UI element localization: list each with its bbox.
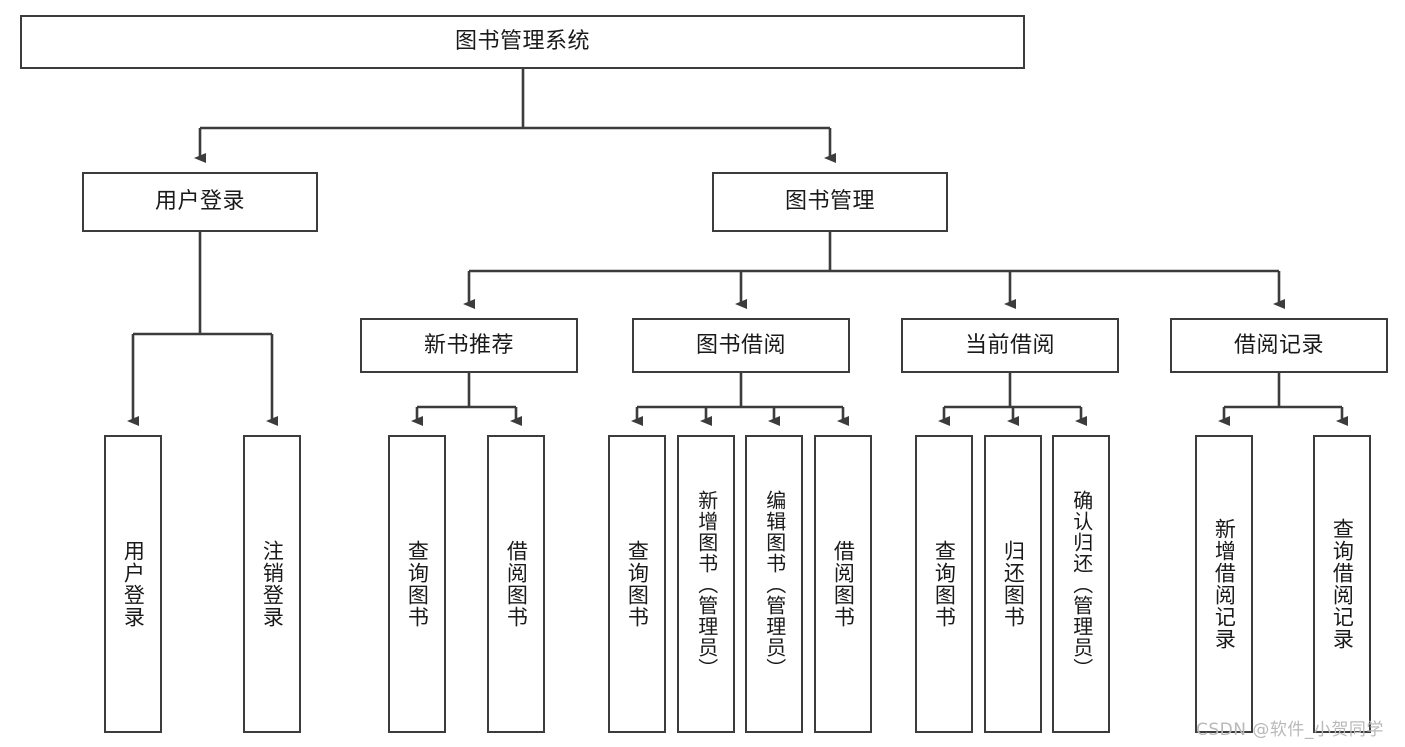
node-leaf-query-record[interactable]: 查询借阅记录 — [1313, 435, 1371, 733]
node-new-book-rec[interactable]: 新书推荐 — [360, 318, 578, 373]
node-leaf-edit-book[interactable]: 编辑图书（管理员） — [745, 435, 803, 733]
node-book-borrow[interactable]: 图书借阅 — [632, 318, 850, 373]
node-leaf-borrow-book-bb-label: 借阅图书 — [831, 540, 856, 628]
node-leaf-add-record[interactable]: 新增借阅记录 — [1195, 435, 1253, 733]
node-root[interactable]: 图书管理系统 — [20, 15, 1025, 69]
node-leaf-add-book[interactable]: 新增图书（管理员） — [677, 435, 735, 733]
node-user-login-label: 用户登录 — [154, 189, 245, 215]
node-leaf-borrow-book-bb[interactable]: 借阅图书 — [814, 435, 872, 733]
node-user-login[interactable]: 用户登录 — [82, 172, 318, 232]
node-leaf-borrow-book-rec[interactable]: 借阅图书 — [487, 435, 545, 733]
node-leaf-query-record-label: 查询借阅记录 — [1330, 518, 1355, 650]
node-current-borrow-label: 当前借阅 — [964, 332, 1055, 358]
node-book-manage[interactable]: 图书管理 — [712, 172, 948, 232]
node-leaf-edit-book-label: 编辑图书（管理员） — [762, 489, 787, 679]
node-book-borrow-label: 图书借阅 — [695, 332, 786, 358]
node-leaf-query-book-cb-label: 查询图书 — [932, 540, 957, 628]
node-leaf-add-record-label: 新增借阅记录 — [1212, 518, 1237, 650]
node-leaf-return-book-label: 归还图书 — [1001, 540, 1026, 628]
node-leaf-add-book-label: 新增图书（管理员） — [694, 489, 719, 679]
node-leaf-user-logout-label: 注销登录 — [260, 540, 285, 628]
node-root-label: 图书管理系统 — [454, 29, 590, 55]
csdn-watermark: CSDN @软件_小贺同学 — [1196, 720, 1384, 740]
node-leaf-query-book-rec-label: 查询图书 — [405, 540, 430, 628]
node-leaf-query-book-cb[interactable]: 查询图书 — [915, 435, 973, 733]
node-borrow-record[interactable]: 借阅记录 — [1170, 318, 1388, 373]
node-leaf-confirm-return-label: 确认归还（管理员） — [1069, 489, 1094, 679]
node-book-manage-label: 图书管理 — [784, 189, 875, 215]
node-leaf-query-book-bb-label: 查询图书 — [625, 540, 650, 628]
node-leaf-query-book-rec[interactable]: 查询图书 — [388, 435, 446, 733]
node-current-borrow[interactable]: 当前借阅 — [901, 318, 1119, 373]
node-borrow-record-label: 借阅记录 — [1233, 332, 1324, 358]
node-new-book-rec-label: 新书推荐 — [423, 332, 514, 358]
node-leaf-query-book-bb[interactable]: 查询图书 — [608, 435, 666, 733]
node-leaf-borrow-book-rec-label: 借阅图书 — [504, 540, 529, 628]
node-leaf-user-logout[interactable]: 注销登录 — [243, 435, 301, 733]
node-leaf-user-login-label: 用户登录 — [121, 540, 146, 628]
node-leaf-user-login[interactable]: 用户登录 — [104, 435, 162, 733]
node-leaf-confirm-return[interactable]: 确认归还（管理员） — [1052, 435, 1110, 733]
node-leaf-return-book[interactable]: 归还图书 — [984, 435, 1042, 733]
